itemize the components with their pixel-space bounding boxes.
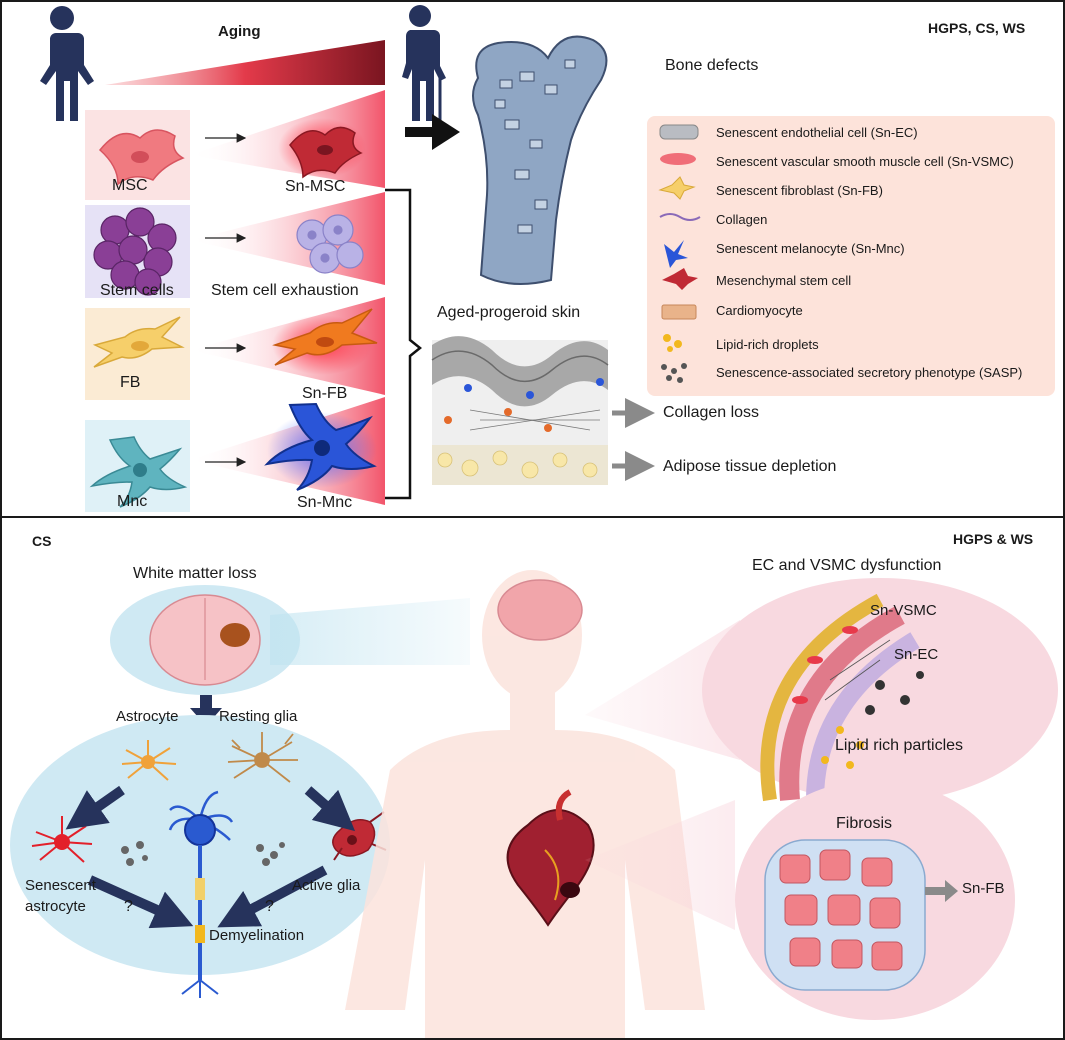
adipose-depletion-label: Adipose tissue depletion xyxy=(663,458,837,475)
fb-cell-icon xyxy=(92,316,185,368)
collagen-loss-label: Collagen loss xyxy=(663,404,760,421)
fb-label: FB xyxy=(120,374,141,391)
question-mark-right: ? xyxy=(265,898,274,915)
brain-small-icon xyxy=(497,579,583,641)
legend-item-cardiomyocyte: Cardiomyocyte xyxy=(716,303,803,318)
sn-fb-label: Sn-FB xyxy=(302,385,348,402)
sn-ec-label: Sn-EC xyxy=(894,646,939,663)
brain-section-icon xyxy=(149,594,261,686)
white-matter-loss-label: White matter loss xyxy=(133,565,257,582)
legend-item-sn-mnc: Senescent melanocyte (Sn-Mnc) xyxy=(716,241,905,256)
sn-fb-cell-icon xyxy=(272,308,378,375)
bone-arrow xyxy=(405,114,460,150)
grouping-bracket xyxy=(385,188,423,500)
msc-cell-icon xyxy=(98,129,185,186)
vessel-beam xyxy=(585,620,740,760)
mnc-label: Mnc xyxy=(117,493,148,510)
lipid-particles-label: Lipid rich particles xyxy=(835,737,964,754)
senescent-astrocyte-icon xyxy=(31,816,93,863)
sn-vsmc-label: Sn-VSMC xyxy=(870,602,937,619)
legend-panel xyxy=(647,116,1055,396)
stem-cells-label: Stem cells xyxy=(100,282,174,299)
legend-item-collagen: Collagen xyxy=(716,212,768,227)
aging-gradient-wedge xyxy=(105,40,385,85)
resting-glia-label: Resting glia xyxy=(219,708,298,725)
skin-title: Aged-progeroid skin xyxy=(437,304,581,321)
resting-glia-icon xyxy=(227,732,298,783)
skin-cross-section-icon xyxy=(431,336,609,485)
msc-label: MSC xyxy=(112,177,148,194)
demyelination-label: Demyelination xyxy=(209,927,305,944)
brain-beam xyxy=(270,598,470,665)
sn-fb-fibrosis-label: Sn-FB xyxy=(962,880,1005,897)
fibrosis-tissue-icon xyxy=(764,839,926,991)
young-person-icon xyxy=(40,6,94,121)
fibrosis-beam xyxy=(585,800,735,930)
sasp-dots-left xyxy=(121,841,148,866)
legend-item-lipid: Lipid-rich droplets xyxy=(716,337,819,352)
bone-defects-label: Bone defects xyxy=(665,57,759,74)
syndromes-label: HGPS, CS, WS xyxy=(928,20,1026,36)
exhausted-stem-cells-icon xyxy=(296,214,364,274)
legend-item-sn-fb: Senescent fibroblast (Sn-FB) xyxy=(716,183,883,198)
aging-label: Aging xyxy=(218,23,261,40)
astrocyte-label: Astrocyte xyxy=(116,708,179,725)
elderly-person-icon xyxy=(402,5,446,122)
legend-icons xyxy=(658,124,701,383)
neuron-icon xyxy=(168,790,234,998)
sasp-dots-right xyxy=(256,842,285,866)
legend-item-sasp: Senescence-associated secretory phenotyp… xyxy=(716,365,1023,380)
astrocyte-icon xyxy=(121,740,177,781)
heart-icon xyxy=(506,789,595,927)
mnc-cell-icon xyxy=(89,436,188,508)
sn-mnc-cell-icon xyxy=(264,402,377,491)
question-mark-left: ? xyxy=(124,898,133,915)
sn-msc-label: Sn-MSC xyxy=(285,178,346,195)
active-glia-label: Active glia xyxy=(292,877,361,894)
cs-label: CS xyxy=(32,533,52,549)
legend-item-sn-vsmc: Senescent vascular smooth muscle cell (S… xyxy=(716,154,1014,169)
legend-item-sn-ec: Senescent endothelial cell (Sn-EC) xyxy=(716,125,918,140)
stem-cells-cluster-icon xyxy=(93,207,177,296)
sn-msc-cell-icon xyxy=(278,118,366,179)
bone-femur-icon xyxy=(472,35,608,285)
sn-mnc-label: Sn-Mnc xyxy=(297,494,353,511)
bottom-panel xyxy=(0,516,1065,1040)
senescent-astrocyte-label-1: Senescent xyxy=(25,877,96,894)
vessel-wall-icon xyxy=(760,593,924,802)
legend-item-msc: Mesenchymal stem cell xyxy=(716,273,852,288)
fibrosis-label: Fibrosis xyxy=(836,815,893,832)
senescent-astrocyte-label-2: astrocyte xyxy=(25,898,86,915)
fibrosis-arrow xyxy=(925,880,958,902)
hgps-ws-label: HGPS & WS xyxy=(953,531,1034,547)
stem-cell-exhaustion-label: Stem cell exhaustion xyxy=(211,282,359,299)
ec-vsmc-dysfunction-label: EC and VSMC dysfunction xyxy=(752,557,942,574)
